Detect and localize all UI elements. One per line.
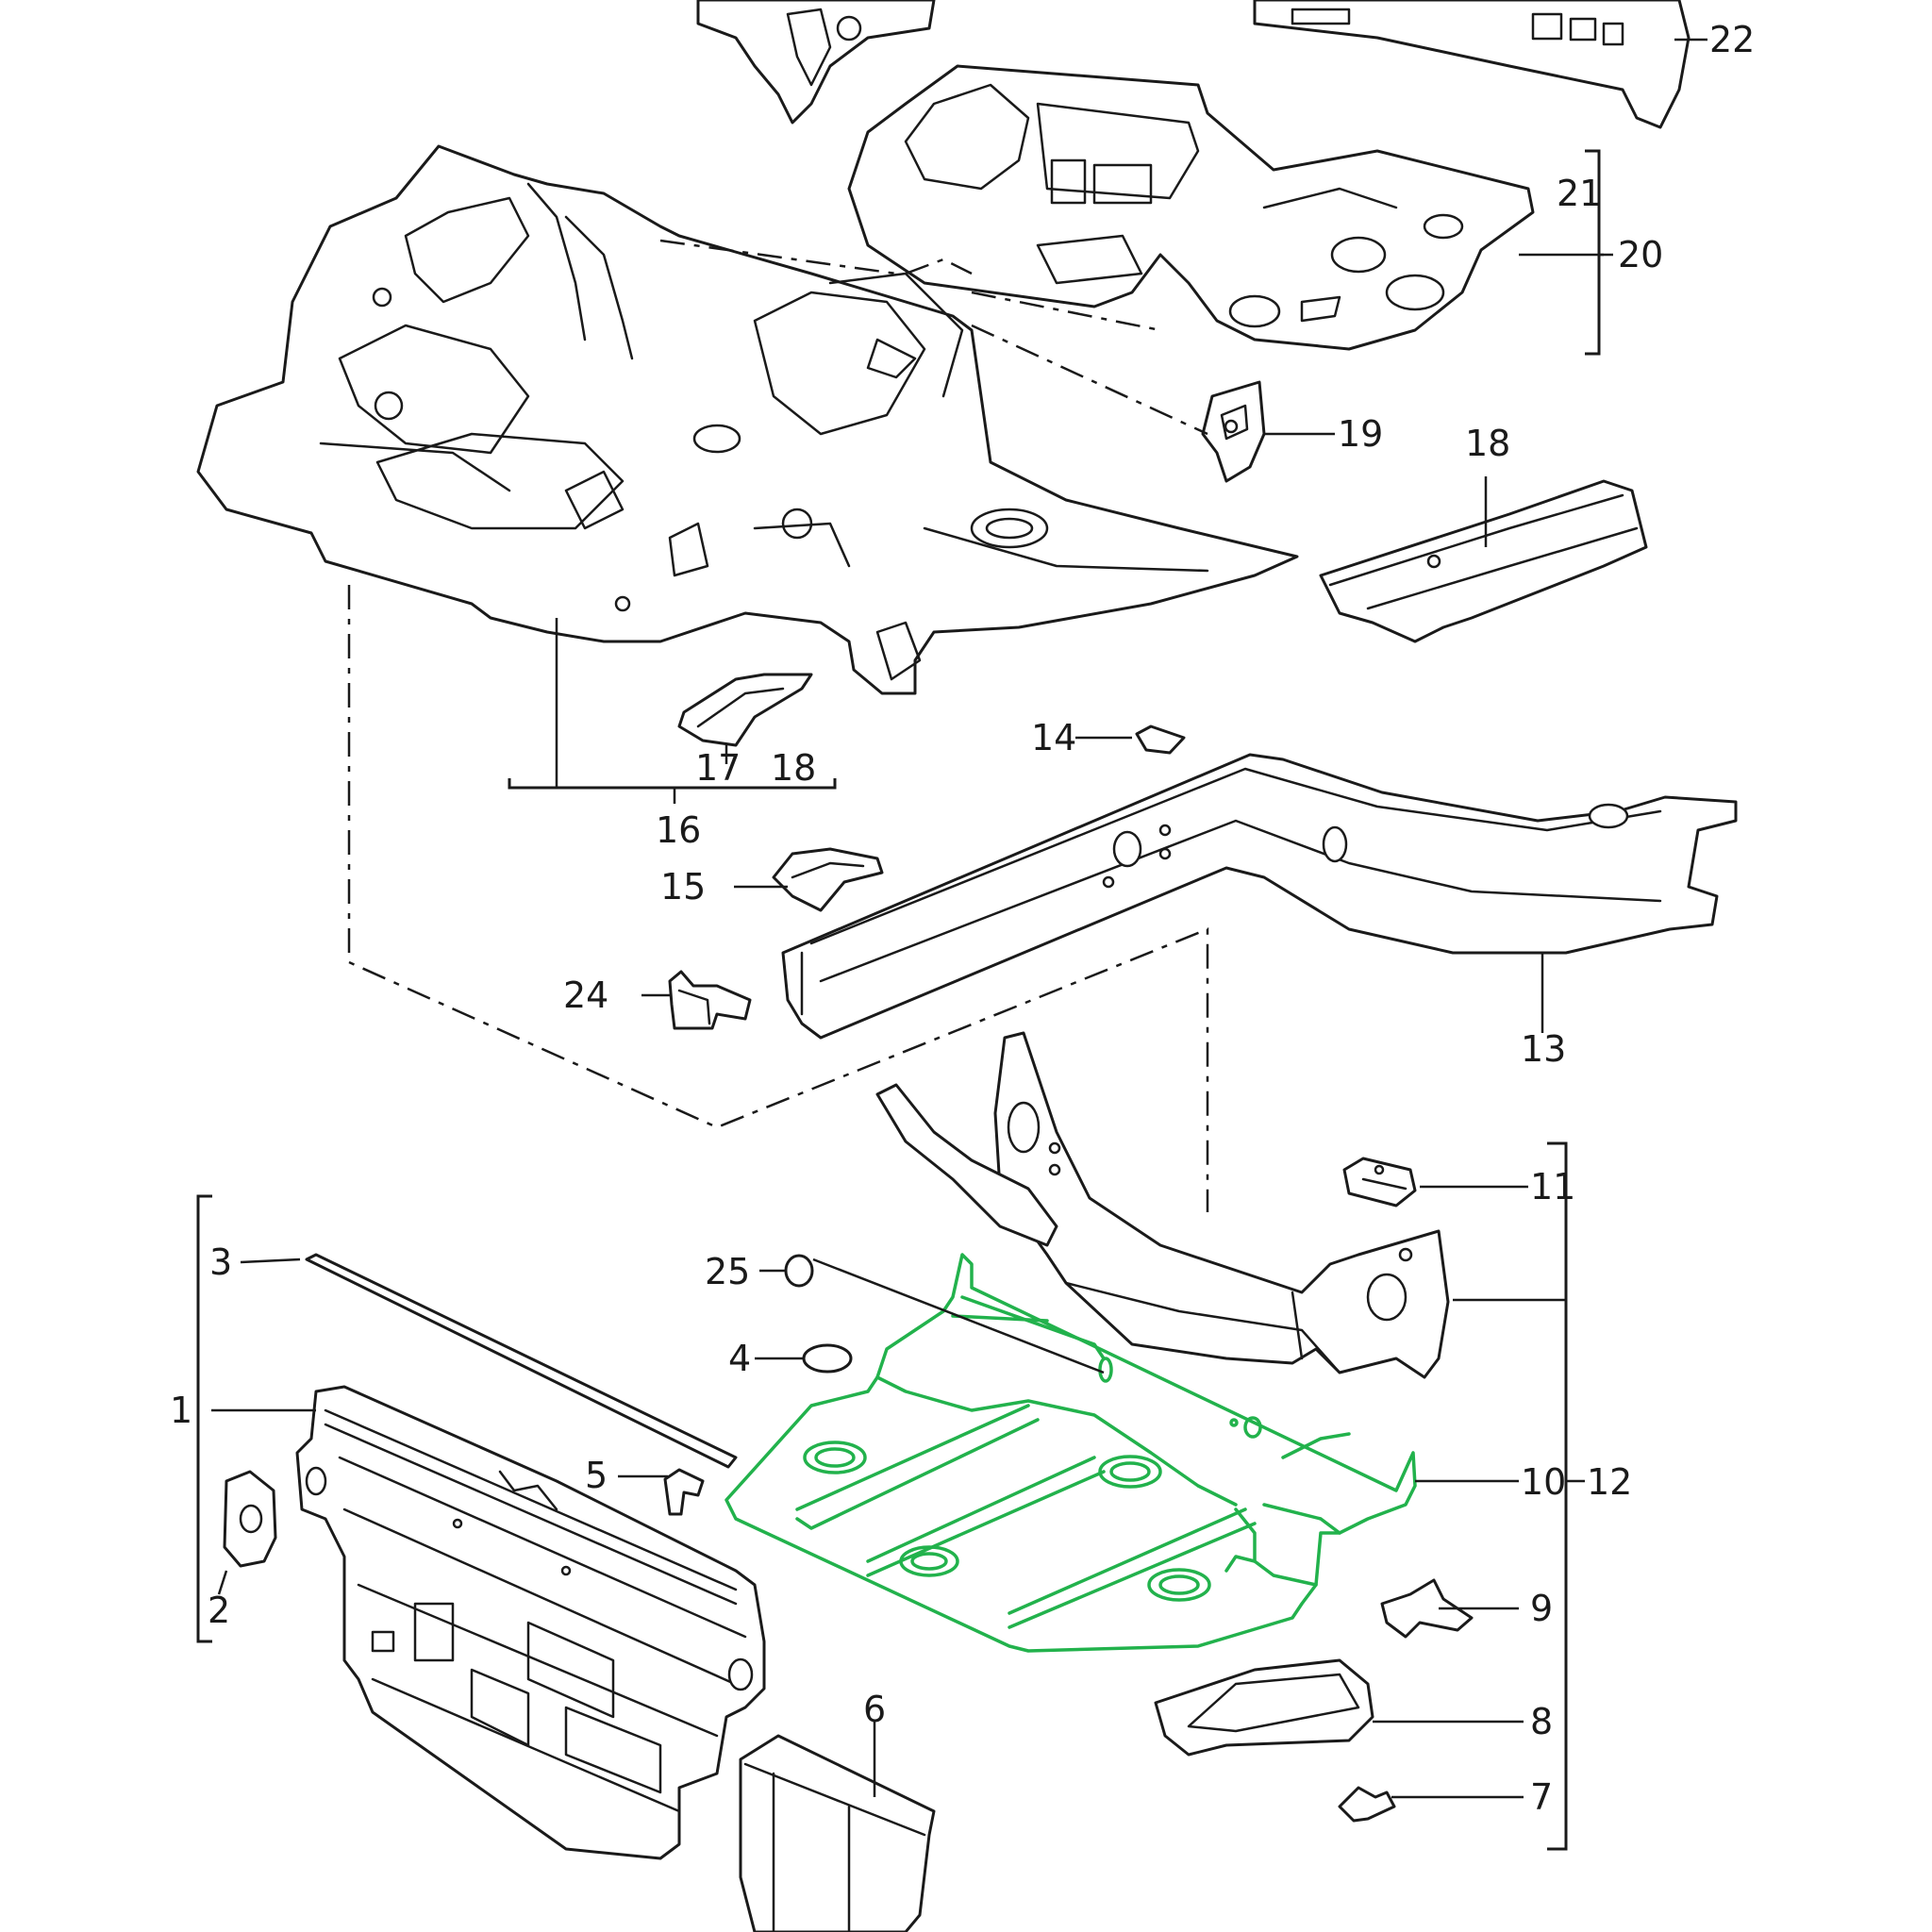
part-20-rear-floor (847, 64, 1535, 351)
callout-9: 9 (1530, 1588, 1553, 1629)
part-25-grommet (784, 1254, 814, 1288)
part-19-bracket (1201, 380, 1266, 483)
callout-18-top: 18 (1465, 423, 1510, 464)
callout-7: 7 (1530, 1776, 1553, 1818)
part-6-cover (739, 1734, 936, 1932)
callout-21: 21 (1557, 173, 1602, 214)
callout-19: 19 (1338, 413, 1383, 455)
callout-8: 8 (1530, 1701, 1553, 1742)
callout-25: 25 (705, 1251, 750, 1292)
part-7-clip (1338, 1786, 1396, 1823)
callout-6: 6 (863, 1689, 886, 1730)
part-17-bracket (677, 673, 813, 747)
callout-5: 5 (585, 1455, 608, 1496)
part-4-plug (802, 1343, 853, 1374)
callout-22: 22 (1709, 19, 1755, 60)
part-24-clip (668, 970, 752, 1030)
part-3-seal-strip (305, 1253, 738, 1469)
part-11-block (1342, 1157, 1417, 1208)
part-13-long-member (781, 753, 1738, 1040)
part-10-highlighted-floor-pan (724, 1253, 1417, 1653)
part-5-clip (663, 1468, 705, 1516)
part-10-tunnel-assembly (875, 1031, 1450, 1379)
callout-16: 16 (656, 809, 701, 851)
part-9-bracket (1380, 1578, 1474, 1639)
callout-labels: 22 21 20 19 18 17 18 16 14 15 24 13 11 3… (170, 19, 1755, 1818)
leader-lines (211, 38, 1707, 1799)
callout-18: 18 (771, 747, 816, 789)
callout-13: 13 (1521, 1028, 1566, 1070)
part-22-cross-member (1253, 0, 1690, 129)
phantom-lines (347, 239, 1209, 1212)
callout-12: 12 (1587, 1461, 1632, 1503)
part-2-plate (223, 1470, 277, 1568)
callout-4: 4 (728, 1338, 751, 1379)
callout-15: 15 (660, 866, 706, 908)
callout-14: 14 (1031, 717, 1076, 758)
part-16-front-floor-assembly (196, 144, 1299, 695)
callout-2: 2 (208, 1590, 230, 1631)
callout-3: 3 (209, 1241, 232, 1283)
callout-20: 20 (1618, 234, 1663, 275)
part-14-clip (1135, 724, 1186, 755)
part-1-front-panel (295, 1385, 766, 1860)
grouping-brackets (196, 149, 1613, 1851)
callout-17: 17 (695, 747, 741, 789)
callout-1: 1 (170, 1390, 192, 1431)
part-15-bracket (772, 847, 884, 912)
part-8-frame (1154, 1658, 1374, 1757)
top-left-cropped-part (696, 0, 936, 125)
callout-10: 10 (1521, 1461, 1566, 1503)
callout-24: 24 (563, 974, 608, 1016)
callout-11: 11 (1530, 1166, 1575, 1208)
part-18-side-member (1319, 479, 1648, 643)
